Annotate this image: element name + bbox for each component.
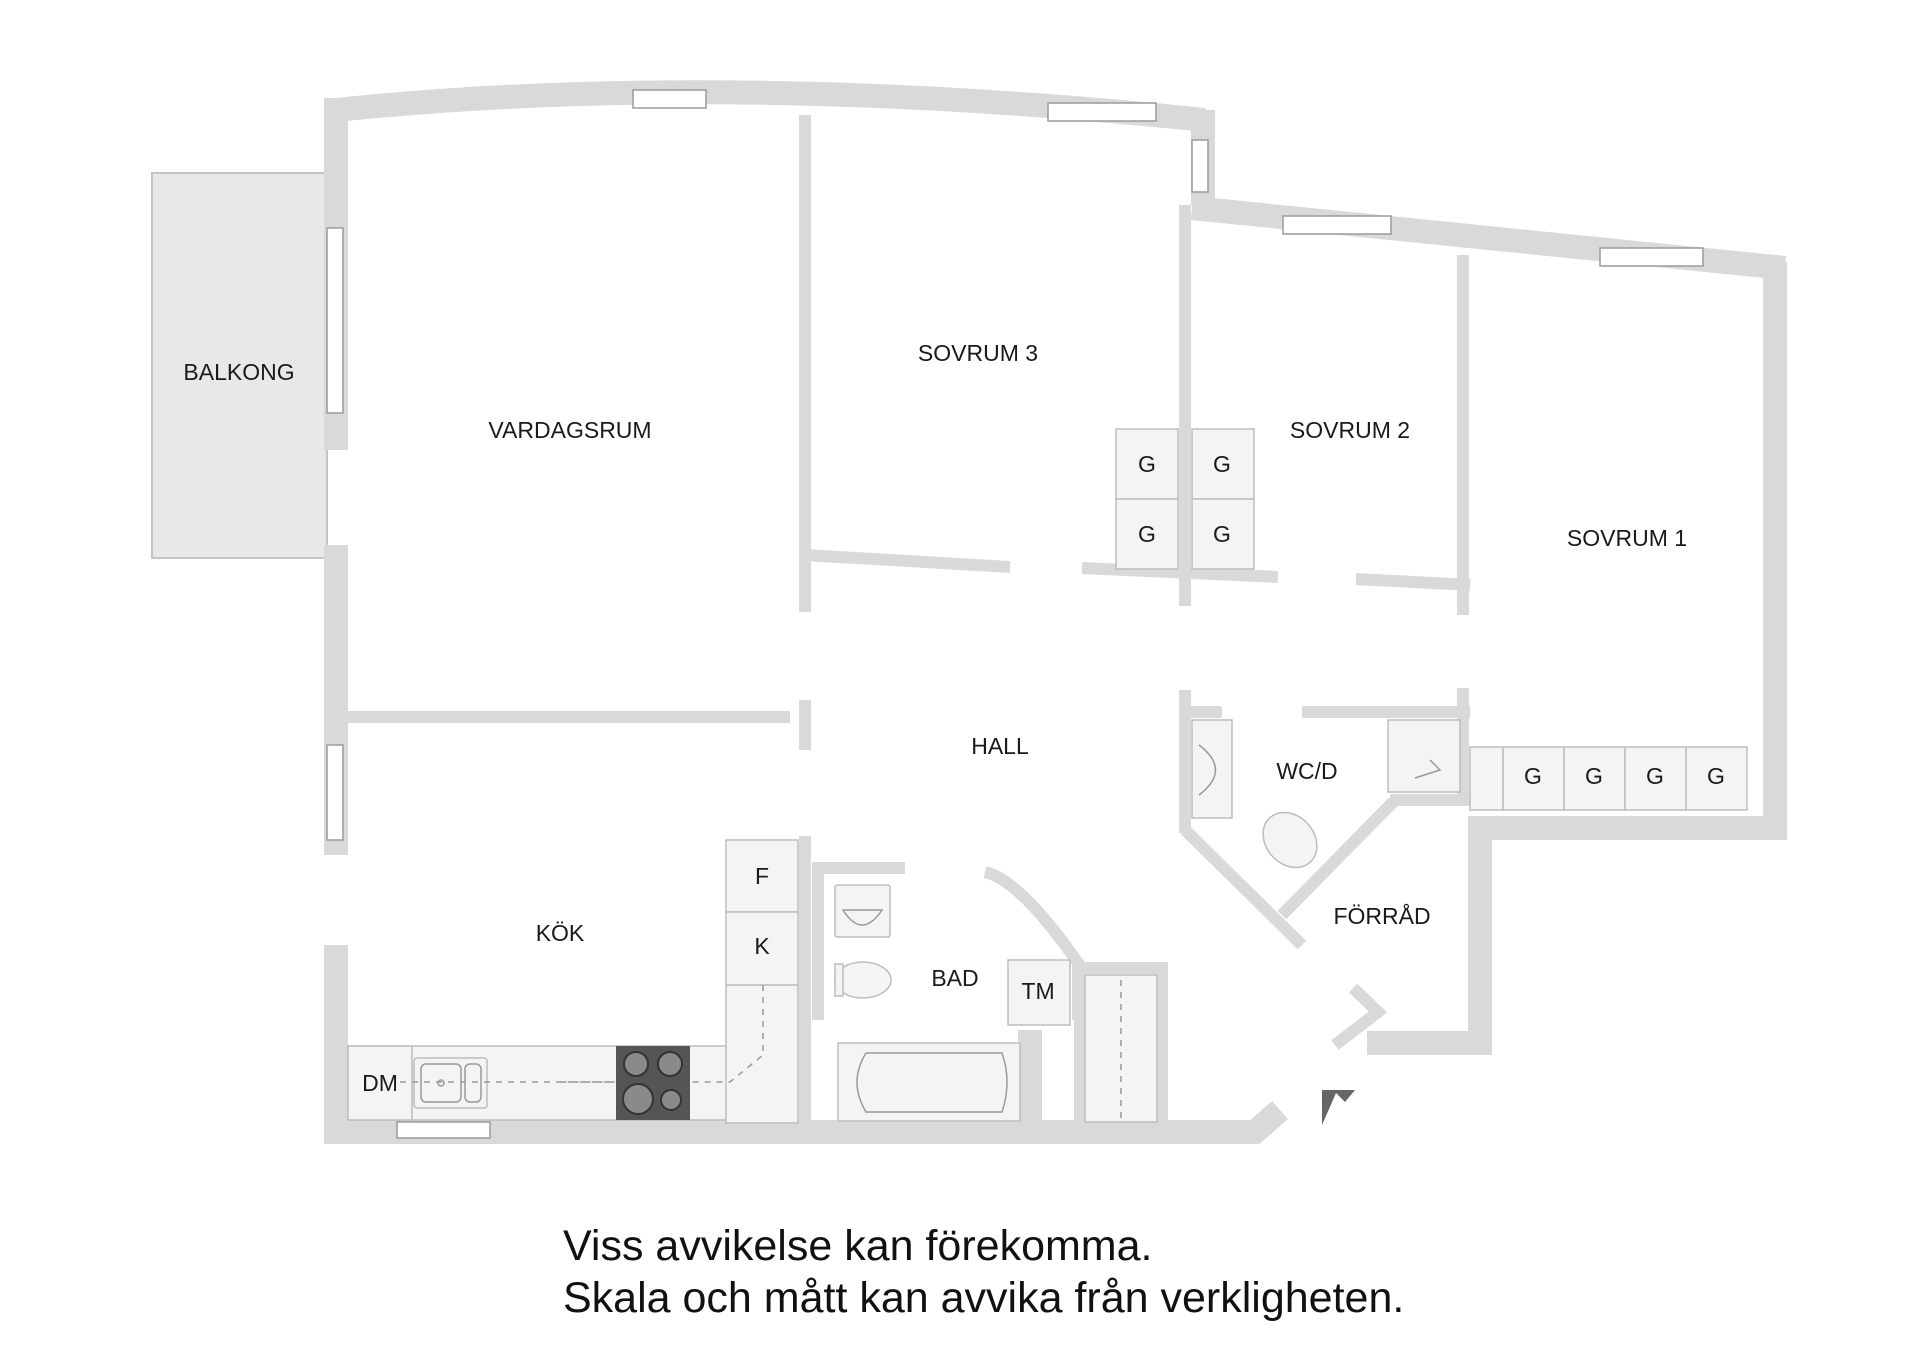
interior-walls <box>336 115 1471 1130</box>
wardrobe-label: G <box>1524 763 1542 789</box>
room-label-bad: BAD <box>931 965 978 991</box>
wardrobe-label: G <box>1646 763 1664 789</box>
wardrobe-6 <box>1563 746 1626 811</box>
wardrobe-8 <box>1685 746 1748 811</box>
fridge-label: F <box>755 863 769 889</box>
entrance-arrow-icon <box>1322 1090 1355 1125</box>
wardrobe-label: G <box>1138 451 1156 477</box>
sink <box>413 1057 488 1109</box>
balcony-area <box>151 172 328 559</box>
dishwasher-label: DM <box>362 1070 398 1096</box>
disclaimer-line-2: Skala och mått kan avvika från verklighe… <box>563 1274 1405 1322</box>
freezer-box <box>725 911 799 986</box>
room-label-forrad: FÖRRÅD <box>1333 902 1430 929</box>
wardrobe-1 <box>1115 428 1179 500</box>
room-label-sovrum1: SOVRUM 1 <box>1567 525 1687 551</box>
wardrobe-label: G <box>1138 521 1156 547</box>
room-label-sovrum3: SOVRUM 3 <box>918 340 1038 366</box>
wardrobe-label: G <box>1585 763 1603 789</box>
kitchen-counters <box>347 839 799 1124</box>
wardrobe-5 <box>1502 746 1565 811</box>
disclaimer-line-1: Viss avvikelse kan förekomma. <box>563 1222 1153 1270</box>
bathtub <box>837 1042 1021 1122</box>
room-label-vardagsrum: VARDAGSRUM <box>488 417 651 443</box>
wardrobe-label: G <box>1213 451 1231 477</box>
wc-toilet <box>1262 811 1318 869</box>
dryer-box <box>1007 959 1071 1026</box>
freezer-label: K <box>754 933 770 959</box>
wardrobe-2 <box>1115 498 1179 570</box>
wardrobe-3 <box>1191 428 1255 500</box>
wardrobes <box>1115 428 1748 811</box>
room-label-sovrum2: SOVRUM 2 <box>1290 417 1410 443</box>
disclaimer: Viss avvikelse kan förekomma. Skala och … <box>563 1220 1404 1324</box>
windows <box>326 89 1704 1139</box>
fridge-box <box>725 839 799 913</box>
room-label-hall: HALL <box>971 733 1029 759</box>
room-label-wcd: WC/D <box>1276 758 1337 784</box>
dryer-label: TM <box>1021 978 1054 1004</box>
bathroom-sink <box>834 884 891 938</box>
wc-fixtures <box>1191 719 1461 869</box>
wardrobe-label: G <box>1213 521 1231 547</box>
wardrobe-label: G <box>1707 763 1725 789</box>
bathroom-fixtures <box>834 884 1158 1123</box>
wardrobe-4 <box>1191 498 1255 570</box>
room-label-kok: KÖK <box>536 920 585 946</box>
dishwasher-box <box>347 1045 413 1121</box>
room-label-balkong: BALKONG <box>183 359 294 385</box>
